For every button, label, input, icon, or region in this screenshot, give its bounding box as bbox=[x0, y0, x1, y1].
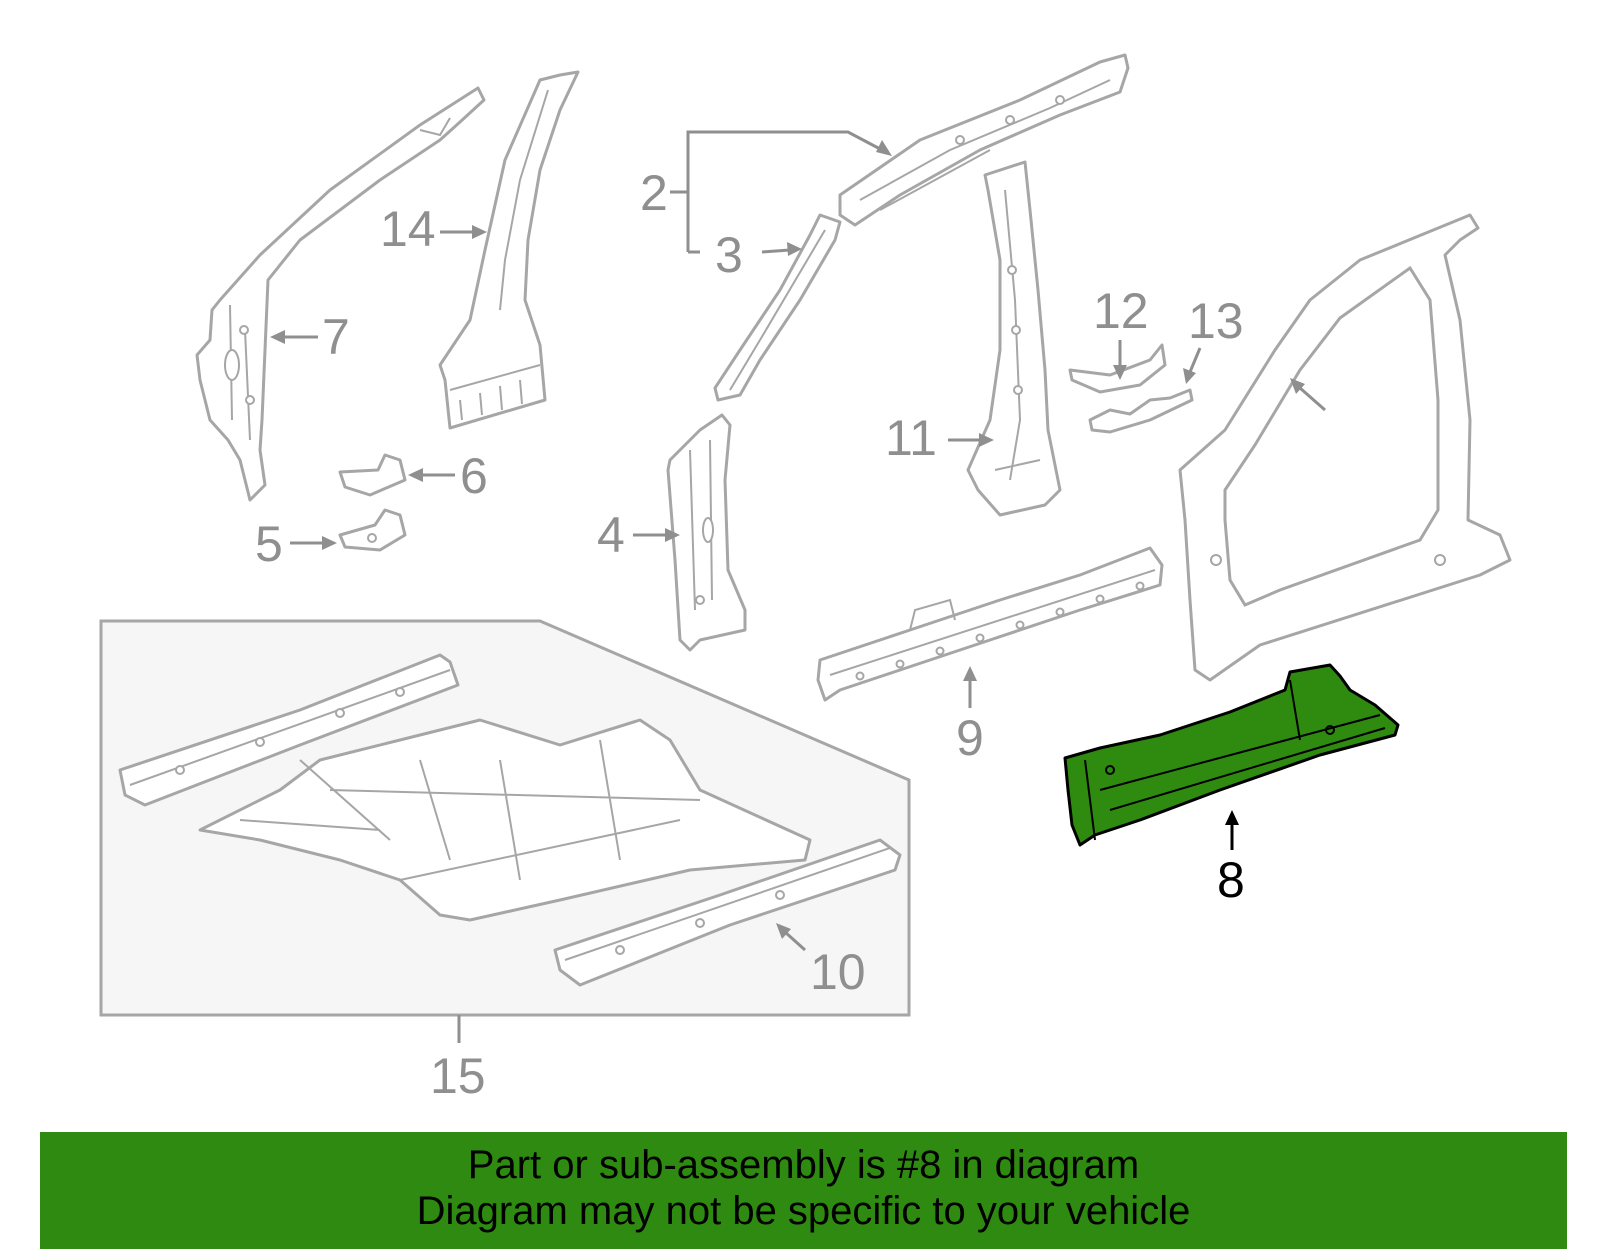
banner-line-part-number: Part or sub-assembly is #8 in diagram bbox=[467, 1143, 1140, 1187]
part-13-bracket bbox=[1088, 388, 1194, 434]
body-side-outer-panel bbox=[1178, 213, 1512, 682]
callout-13: 13 bbox=[1188, 293, 1244, 349]
part-6-bracket bbox=[338, 453, 407, 497]
callout-4: 4 bbox=[597, 507, 625, 563]
callout-3: 3 bbox=[715, 227, 743, 283]
part-7-a-pillar-inner bbox=[195, 86, 486, 502]
part-3-roof-rail-inner bbox=[713, 213, 842, 402]
callout-labels: 14 7 2 3 6 5 4 11 12 13 9 8 10 15 bbox=[255, 165, 1245, 1104]
callout-6: 6 bbox=[460, 448, 488, 504]
callout-15: 15 bbox=[430, 1048, 486, 1104]
callout-14: 14 bbox=[380, 201, 436, 257]
callout-10: 10 bbox=[810, 944, 866, 1000]
part-8-rocker-panel-highlighted bbox=[1063, 663, 1400, 847]
part-15-floor-assembly-inset bbox=[99, 619, 911, 1017]
part-9-holes bbox=[855, 581, 1145, 681]
callout-11: 11 bbox=[885, 410, 937, 466]
part-14-pillar-reinforcement bbox=[438, 70, 580, 430]
callout-7: 7 bbox=[322, 309, 350, 365]
callout-5: 5 bbox=[255, 516, 283, 572]
part-9-rocker-reinforcement bbox=[816, 546, 1164, 702]
callout-9: 9 bbox=[956, 710, 984, 766]
part-2-roof-rail bbox=[838, 53, 1130, 227]
callout-12: 12 bbox=[1093, 283, 1149, 339]
leaders bbox=[270, 130, 1326, 1043]
part-5-bracket bbox=[338, 508, 407, 552]
part-4-hinge-pillar bbox=[666, 413, 747, 652]
callout-8: 8 bbox=[1217, 852, 1245, 908]
callout-2: 2 bbox=[640, 165, 668, 221]
part-11-center-pillar bbox=[966, 160, 1062, 517]
part-info-banner: Part or sub-assembly is #8 in diagram Di… bbox=[40, 1132, 1567, 1249]
banner-line-disclaimer: Diagram may not be specific to your vehi… bbox=[416, 1189, 1191, 1233]
